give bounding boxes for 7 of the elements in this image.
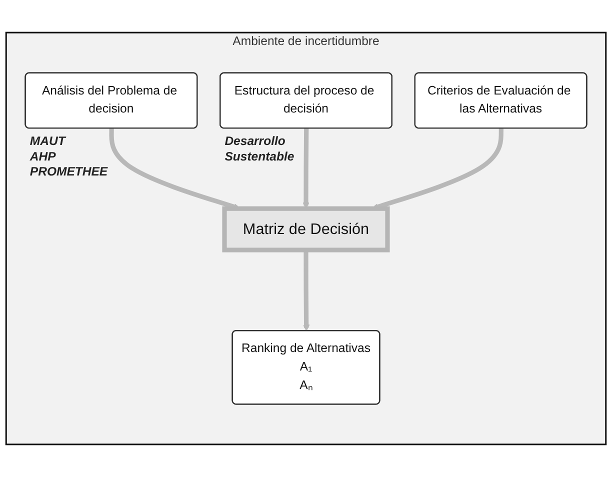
note-text: PROMETHEE [30,164,108,179]
arrow [302,128,310,209]
arrow [302,250,310,332]
note-text: Desarrollo Sustentable [224,134,294,164]
note-text: MAUT [30,134,66,148]
node-box: Matriz de Decisión [222,206,390,252]
note-text: AHP [30,149,56,164]
